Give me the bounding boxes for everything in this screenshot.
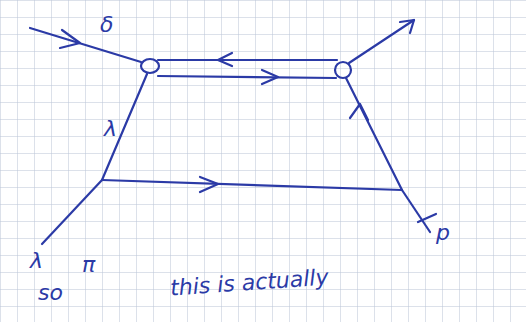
vertex (335, 62, 351, 78)
propagator-line (102, 74, 147, 180)
line-label: λ (30, 250, 43, 272)
arrowhead (350, 104, 368, 120)
arrowhead (60, 30, 80, 48)
tick-mark (418, 214, 436, 222)
external-line (42, 180, 102, 244)
line-label: λ (104, 118, 117, 140)
arrowhead (218, 53, 232, 66)
arrowhead (262, 70, 278, 84)
incoming-line (30, 28, 141, 62)
line-label: π (82, 254, 95, 276)
line-label: δ (100, 14, 113, 36)
vertex (141, 59, 159, 73)
outgoing-line (349, 20, 414, 63)
arrowhead (200, 177, 218, 192)
propagator-line (158, 59, 337, 61)
arrowhead (400, 20, 414, 33)
propagator-line (102, 180, 402, 190)
propagator-line (346, 78, 402, 190)
external-line (402, 190, 430, 232)
line-label: p (436, 222, 450, 244)
note-text: so (38, 282, 63, 304)
propagator-line (158, 76, 336, 78)
